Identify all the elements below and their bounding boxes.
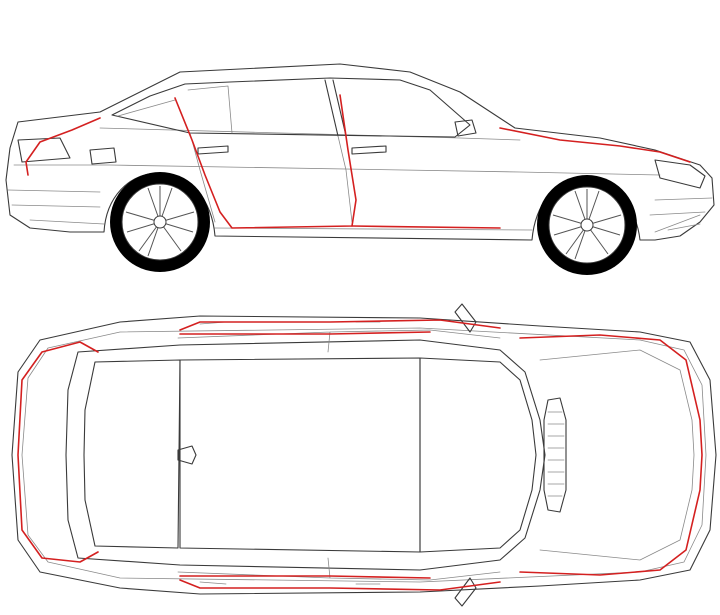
top-view xyxy=(11,303,717,607)
side-red-seal-trunk xyxy=(25,117,101,176)
top-roof-antenna xyxy=(177,445,197,465)
top-windshield xyxy=(419,357,537,553)
top-cabin-outline xyxy=(65,339,546,571)
top-red-seal-left-doors xyxy=(179,319,501,335)
side-front-bumper xyxy=(649,197,713,231)
side-rear-hub xyxy=(153,215,167,229)
side-red-seal-hood xyxy=(499,127,691,163)
top-red-seal-right-doors xyxy=(179,575,501,591)
top-right-mirror xyxy=(454,577,477,607)
side-tail-light xyxy=(17,137,71,163)
side-rear-door-handle xyxy=(197,145,229,155)
top-front-vent xyxy=(543,397,567,513)
top-red-seal-trunk xyxy=(17,341,99,563)
side-front-wheel xyxy=(537,175,637,275)
side-fuel-cap xyxy=(89,147,117,165)
top-right-windows xyxy=(177,557,501,581)
side-rear-bumper xyxy=(7,189,101,208)
top-hood xyxy=(539,349,695,561)
side-view xyxy=(5,63,715,275)
top-body-outline xyxy=(11,315,717,595)
top-left-mirror xyxy=(454,303,477,333)
top-red-seal-hood xyxy=(519,334,703,576)
side-front-door-handle xyxy=(351,145,387,155)
side-window-frame xyxy=(111,77,471,138)
side-rear-window xyxy=(117,85,233,134)
top-rear-window xyxy=(83,359,181,549)
top-right-handles xyxy=(199,581,381,585)
top-body-inner xyxy=(21,327,707,583)
side-rear-door-cut xyxy=(189,132,353,223)
side-red-seal-front-door xyxy=(351,225,501,229)
top-front-vent-slats xyxy=(547,411,565,497)
side-beltline xyxy=(13,127,661,176)
side-mirror xyxy=(454,119,477,137)
side-front-hub xyxy=(580,218,594,232)
side-rear-rim-spokes xyxy=(125,186,195,257)
side-rear-wheel xyxy=(110,172,210,272)
top-left-windows xyxy=(177,329,501,353)
side-sill xyxy=(29,214,701,233)
side-front-rim-spokes xyxy=(552,189,622,260)
side-b-pillar xyxy=(324,79,347,137)
side-red-seal-rear-door xyxy=(174,94,357,229)
side-head-light xyxy=(654,159,706,189)
top-roof xyxy=(179,357,421,553)
